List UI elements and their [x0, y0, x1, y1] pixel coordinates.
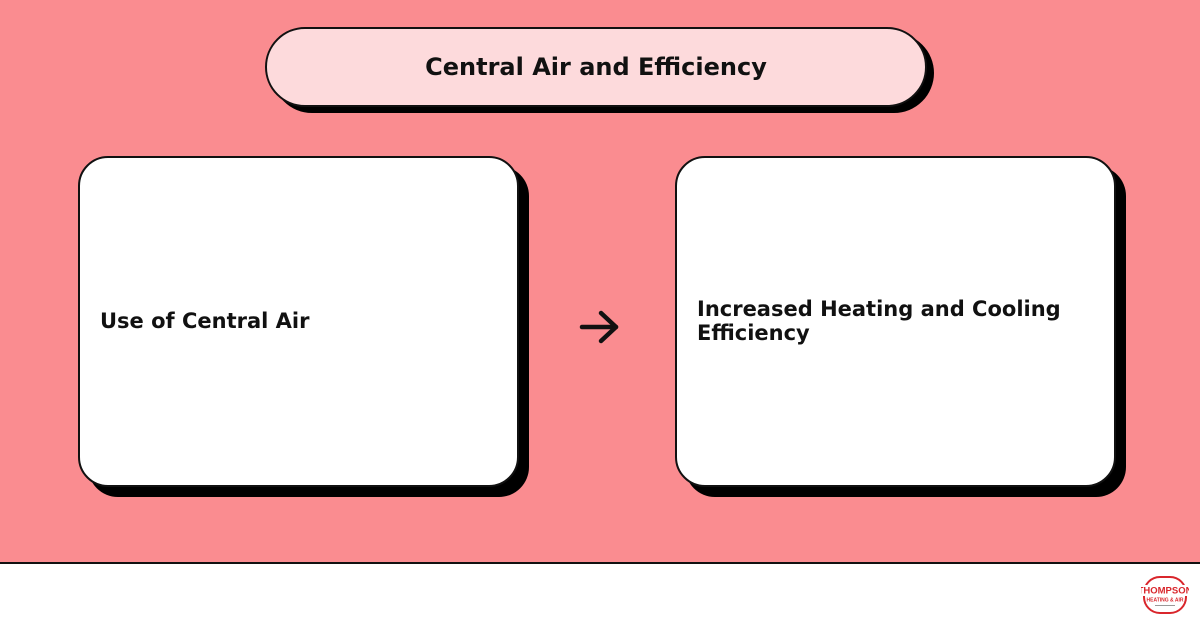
title-banner: Central Air and Efficiency	[265, 27, 927, 107]
arrow-right-icon	[579, 310, 619, 344]
logo-wordmark: THOMPSON	[1141, 586, 1189, 597]
diagram-title: Central Air and Efficiency	[425, 53, 767, 81]
effect-box-label: Increased Heating and Cooling Efficiency	[697, 297, 1061, 345]
effect-box: Increased Heating and Cooling Efficiency	[675, 156, 1116, 487]
cause-box-label: Use of Central Air	[100, 308, 310, 333]
logo-subtitle: HEATING & AIR	[1147, 598, 1184, 604]
cause-box: Use of Central Air	[78, 156, 519, 487]
diagram-canvas: Central Air and Efficiency Use of Centra…	[0, 0, 1200, 564]
thompson-logo-icon: THOMPSON HEATING & AIR	[1141, 576, 1189, 614]
